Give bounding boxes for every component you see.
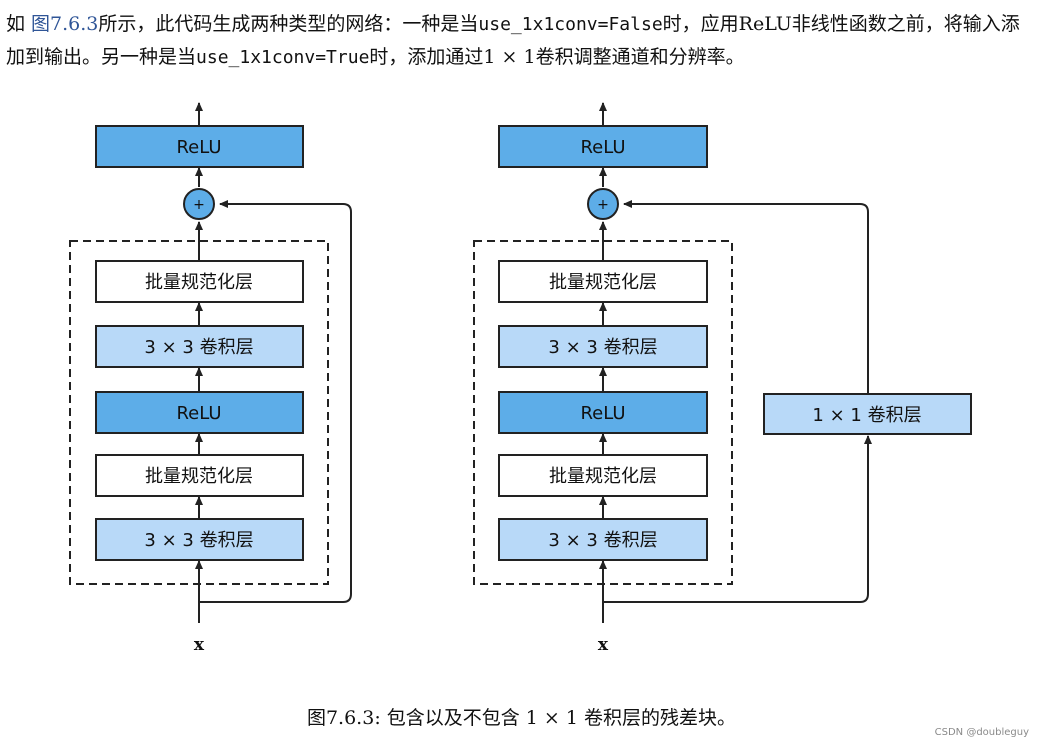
right-conv-upper-box <box>498 325 708 368</box>
left-bn-lower-label: 批量规范化层 <box>145 466 253 487</box>
left-bn-upper-box <box>95 260 304 303</box>
para-text-2: 所示，此代码生成两种类型的网络：一种是当 <box>98 13 479 35</box>
watermark: CSDN @doubleguy <box>934 727 1029 738</box>
para-text-4: 时，添加通过 <box>369 46 484 68</box>
caption-suffix: 卷积层的残差块。 <box>577 707 737 729</box>
right-shortcut-conv-label: 1 × 1 卷积层 <box>812 405 921 426</box>
right-residual-block: ReLU + 批量规范化层 3 × 3 卷积层 ReLU 批量规范化层 3 × … <box>473 102 972 655</box>
left-bn-upper-label: 批量规范化层 <box>145 272 253 293</box>
left-relu-top-box <box>95 125 304 168</box>
right-plus-node <box>587 188 619 220</box>
left-residual-block: ReLU + 批量规范化层 3 × 3 卷积层 ReLU 批量规范化层 3 × … <box>69 102 352 655</box>
right-shortcut-conv-box <box>763 393 972 435</box>
figure-caption: 图7.6.3: 包含以及不包含 1 × 1 卷积层的残差块。 <box>0 703 1043 730</box>
left-plus-label: + <box>193 197 205 213</box>
para-text-5: 卷积调整通道和分辨率。 <box>535 46 745 68</box>
left-plus-node <box>183 188 215 220</box>
left-conv-upper-box <box>95 325 304 368</box>
figure-link[interactable]: 图7.6.3 <box>31 13 99 35</box>
left-conv-lower-label: 3 × 3 卷积层 <box>144 530 253 551</box>
right-bn-lower-label: 批量规范化层 <box>549 466 657 487</box>
left-relu-top-label: ReLU <box>176 137 221 158</box>
left-conv-upper-label: 3 × 3 卷积层 <box>144 337 253 358</box>
para-text-1: 如 <box>6 13 32 35</box>
caption-math: 1 × 1 <box>525 707 578 729</box>
right-input-x: x <box>598 635 609 655</box>
right-shortcut-to-conv <box>603 435 872 603</box>
left-relu-mid-label: ReLU <box>176 403 221 424</box>
right-bn-upper-label: 批量规范化层 <box>549 272 657 293</box>
right-conv-upper-label: 3 × 3 卷积层 <box>548 337 657 358</box>
left-bn-lower-box <box>95 454 304 497</box>
description-paragraph: 如 图7.6.3所示，此代码生成两种类型的网络：一种是当use_1x1conv=… <box>6 8 1036 74</box>
right-bn-lower-box <box>498 454 708 497</box>
caption-prefix: 图7.6.3: 包含以及不包含 <box>306 707 526 729</box>
right-conv-lower-label: 3 × 3 卷积层 <box>548 530 657 551</box>
right-relu-top-label: ReLU <box>580 137 625 158</box>
para-text-3: 时，应用ReLU非线性函数之前，将输入添加到输出。另一种是当 <box>6 13 1020 68</box>
right-relu-mid-box <box>498 391 708 434</box>
right-relu-top-box <box>498 125 708 168</box>
left-skip-connection <box>199 200 352 603</box>
right-plus-label: + <box>597 197 609 213</box>
left-input-x: x <box>194 635 205 655</box>
right-conv-lower-box <box>498 518 708 561</box>
left-conv-lower-box <box>95 518 304 561</box>
right-relu-mid-label: ReLU <box>580 403 625 424</box>
right-bn-upper-box <box>498 260 708 303</box>
para-math: 1 × 1 <box>483 46 536 68</box>
left-relu-mid-box <box>95 391 304 434</box>
code-false: use_1x1conv=False <box>478 14 663 35</box>
right-shortcut-from-conv <box>623 200 869 394</box>
code-true: use_1x1conv=True <box>196 47 370 68</box>
